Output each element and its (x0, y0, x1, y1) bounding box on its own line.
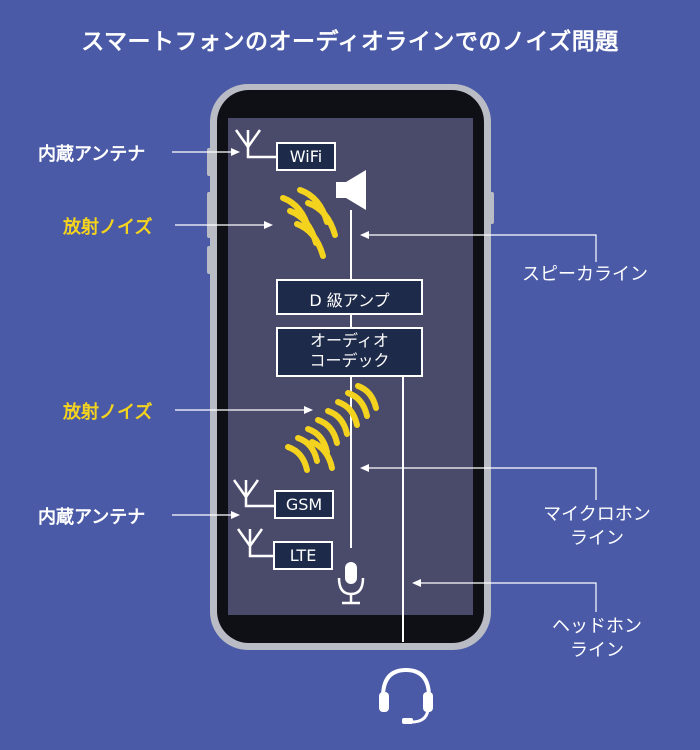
pointer-speaker-line (360, 231, 597, 262)
label-headphone-line-1: ヘッドホン (552, 616, 642, 637)
gsm-label: GSM (285, 495, 323, 514)
wifi-box (276, 142, 336, 171)
audio-codec-label-2: コーデック (309, 351, 390, 370)
label-headphone-line: ヘッドホン ライン (538, 615, 656, 663)
label-noise-top: 放射ノイズ (63, 217, 153, 238)
audio-codec-box (276, 327, 423, 377)
antenna-icon (236, 528, 274, 558)
arrow-antenna-top (172, 148, 240, 156)
pointer-mic-line (360, 464, 597, 500)
page-title: スマートフォンのオーディオラインでのノイズ問題 (81, 29, 619, 55)
class-d-amp-label: D 級アンプ (309, 291, 390, 310)
phone-button-left-3 (207, 246, 213, 274)
label-noise-bottom: 放射ノイズ (63, 402, 153, 423)
microphone-icon (337, 562, 365, 605)
speaker-icon (336, 170, 366, 210)
label-antenna-top: 内蔵アンテナ (38, 144, 146, 165)
noise-wave-icon (280, 187, 338, 259)
headphone-icon (379, 667, 433, 724)
audio-codec-label: オーディオ コーデック (277, 331, 422, 371)
phone-button-left-1 (207, 148, 213, 176)
antenna-icon (234, 129, 278, 159)
label-mic-line-2: ライン (570, 528, 624, 549)
gsm-box (274, 490, 334, 519)
lte-box (273, 541, 333, 570)
label-antenna-bottom: 内蔵アンテナ (38, 507, 146, 528)
pointer-headphone-line (412, 579, 597, 612)
audio-codec-label-1: オーディオ (310, 331, 389, 350)
arrow-noise-bottom (175, 406, 313, 414)
wifi-label: WiFi (289, 147, 323, 166)
label-speaker-line: スピーカライン (522, 264, 648, 285)
class-d-amp-box (276, 279, 423, 315)
lte-label: LTE (289, 546, 317, 565)
label-mic-line: マイクロホン ライン (538, 503, 656, 551)
phone-button-left-2 (207, 192, 213, 238)
antenna-icon (232, 479, 275, 508)
arrow-noise-top (175, 221, 273, 229)
arrow-antenna-bottom (172, 511, 240, 519)
label-mic-line-1: マイクロホン (543, 504, 651, 525)
label-headphone-line-2: ライン (570, 640, 624, 661)
phone-button-right (488, 192, 494, 224)
noise-wave-icon (285, 383, 379, 473)
